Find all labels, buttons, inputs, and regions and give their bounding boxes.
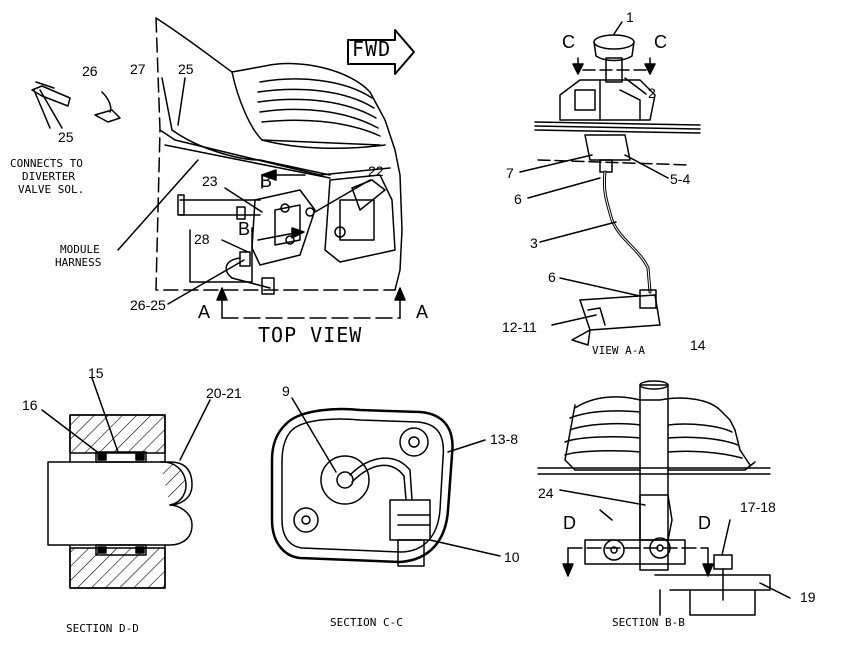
callout-3: 3 [530,235,538,251]
top-view-title: TOP VIEW [258,323,363,347]
callout-5-4: 5-4 [670,171,691,187]
fwd-arrow-label: FWD [352,37,392,61]
section-letter-b-lower: B [238,219,251,239]
callout-2: 2 [648,85,656,101]
section-letter-c-right: C [654,32,667,52]
note-connects-line-3: VALVE SOL. [18,183,85,196]
callout-13-8: 13-8 [490,431,519,447]
callout-19: 19 [800,589,816,605]
callout-26: 26 [82,63,98,79]
callout-28: 28 [194,231,210,247]
callout-14: 14 [690,337,706,353]
section-b-title: SECTION B-B [612,616,685,629]
callout-6-lower: 6 [548,269,556,285]
section-letter-a-left: A [198,302,211,322]
callout-25-top: 25 [178,61,194,77]
note-connects-line-1: CONNECTS TO [10,157,83,170]
callout-26-25: 26-25 [130,297,166,313]
section-d-title: SECTION D-D [66,622,139,635]
callout-12-11: 12-11 [502,319,537,335]
section-c-title: SECTION C-C [330,616,403,629]
section-letter-c-left: C [562,32,575,52]
section-letter-d-right: D [698,513,711,533]
section-letter-a-right: A [416,302,429,322]
callout-22: 22 [368,163,384,179]
top-view-drawing [31,17,415,319]
section-b-drawing [537,380,791,616]
note-module-line-1: MODULE [60,243,100,256]
callout-17-18: 17-18 [740,499,776,515]
callout-6-upper: 6 [514,191,522,207]
callout-7: 7 [506,165,514,181]
section-c-drawing [270,397,501,567]
section-letter-d-left: D [563,513,576,533]
callout-23: 23 [202,173,218,189]
view-a-title: VIEW A-A [592,344,645,357]
callout-25-left: 25 [58,129,74,145]
callout-15: 15 [88,365,104,381]
callout-10: 10 [504,549,520,565]
callout-27: 27 [130,61,146,77]
section-letter-b-top: B [260,171,273,191]
callout-16: 16 [22,397,38,413]
note-module-line-2: HARNESS [55,256,102,269]
callout-24: 24 [538,485,554,501]
callout-20-21: 20-21 [206,385,242,401]
section-d-drawing [41,377,211,589]
callout-1: 1 [626,9,634,25]
view-a-drawing [519,21,701,346]
callout-9: 9 [282,383,290,399]
note-connects-line-2: DIVERTER [22,170,75,183]
